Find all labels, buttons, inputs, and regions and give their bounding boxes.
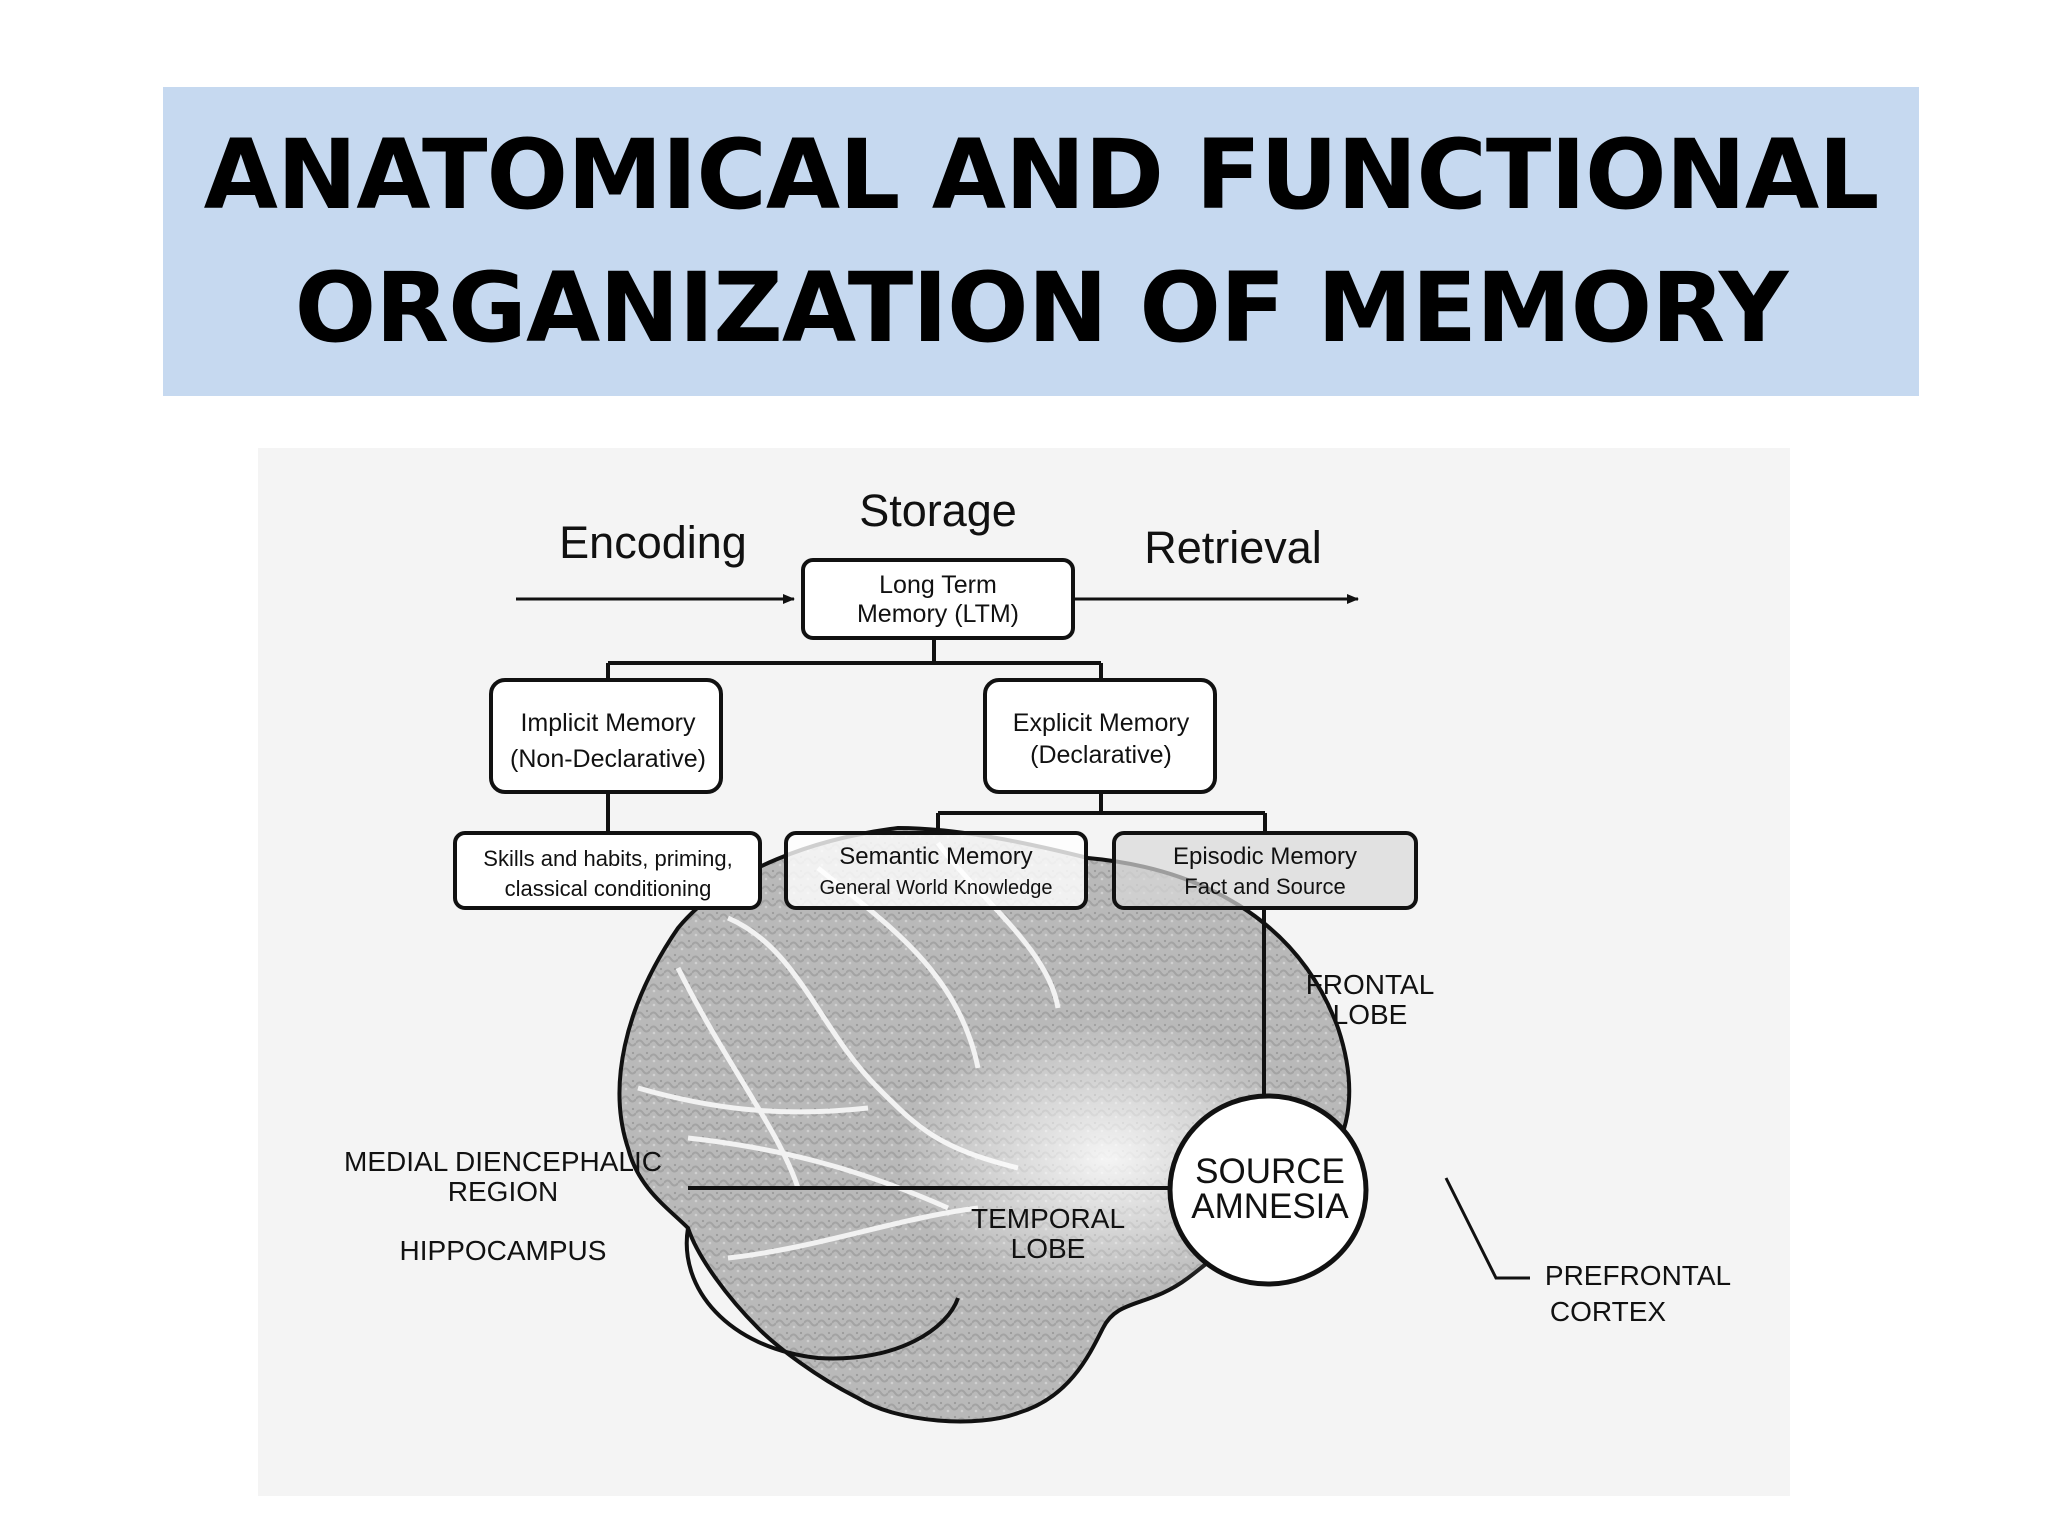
source-amnesia-line-1: SOURCE: [1195, 1152, 1345, 1191]
episodic-line-2: Fact and Source: [1184, 874, 1345, 899]
source-amnesia-line-2: AMNESIA: [1191, 1187, 1349, 1226]
hippocampus-label: HIPPOCAMPUS: [400, 1235, 607, 1266]
medial-diencephalic-line-1: MEDIAL DIENCEPHALIC: [344, 1146, 662, 1177]
explicit-line-1: Explicit Memory: [1013, 709, 1190, 737]
implicit-memory-box: Implicit Memory (Non-Declarative): [489, 678, 723, 794]
encoding-label: Encoding: [559, 517, 747, 568]
prefrontal-pointer: [1444, 1177, 1530, 1280]
slide-title-line-2: ORGANIZATION OF MEMORY: [294, 251, 1789, 364]
skills-box: Skills and habits, priming, classical co…: [453, 831, 762, 910]
skills-line-1: Skills and habits, priming,: [483, 846, 732, 871]
explicit-memory-box: Explicit Memory (Declarative): [983, 678, 1217, 794]
prefrontal-cortex-line-2: CORTEX: [1550, 1296, 1666, 1327]
semantic-line-2: General World Knowledge: [819, 877, 1052, 899]
frontal-lobe-line-1: FRONTAL: [1306, 969, 1435, 1000]
ltm-line-2: Memory (LTM): [857, 600, 1019, 628]
storage-label: Storage: [859, 485, 1017, 536]
skills-line-2: classical conditioning: [505, 876, 712, 901]
explicit-line-2: (Declarative): [1030, 741, 1172, 769]
episodic-memory-box: Episodic Memory Fact and Source: [1112, 831, 1418, 910]
implicit-line-2: (Non-Declarative): [510, 745, 706, 773]
temporal-lobe-line-2: LOBE: [1011, 1233, 1086, 1264]
retrieval-label: Retrieval: [1144, 522, 1322, 573]
ltm-box: Long Term Memory (LTM): [801, 558, 1075, 640]
title-banner: ANATOMICAL AND FUNCTIONAL ORGANIZATION O…: [163, 87, 1919, 396]
ltm-line-1: Long Term: [879, 571, 997, 599]
frontal-lobe-line-2: LOBE: [1333, 999, 1408, 1030]
slide-title: ANATOMICAL AND FUNCTIONAL ORGANIZATION O…: [203, 109, 1880, 375]
memory-figure: Encoding Storage Retrieval Long Term Mem…: [258, 448, 1790, 1496]
implicit-line-1: Implicit Memory: [520, 709, 696, 737]
semantic-line-1: Semantic Memory: [839, 843, 1032, 870]
medial-diencephalic-line-2: REGION: [448, 1176, 558, 1207]
source-amnesia-circle: SOURCE AMNESIA: [1167, 1093, 1369, 1287]
episodic-line-1: Episodic Memory: [1173, 843, 1357, 870]
tree-connectors: [606, 638, 1267, 1095]
prefrontal-cortex-line-1: PREFRONTAL: [1545, 1260, 1731, 1291]
cerebellum: [684, 1227, 960, 1361]
memory-diagram: Encoding Storage Retrieval Long Term Mem…: [344, 485, 1731, 1424]
semantic-memory-box: Semantic Memory General World Knowledge: [784, 831, 1088, 910]
slide-title-line-1: ANATOMICAL AND FUNCTIONAL: [203, 118, 1880, 231]
temporal-lobe-line-1: TEMPORAL: [971, 1203, 1125, 1234]
